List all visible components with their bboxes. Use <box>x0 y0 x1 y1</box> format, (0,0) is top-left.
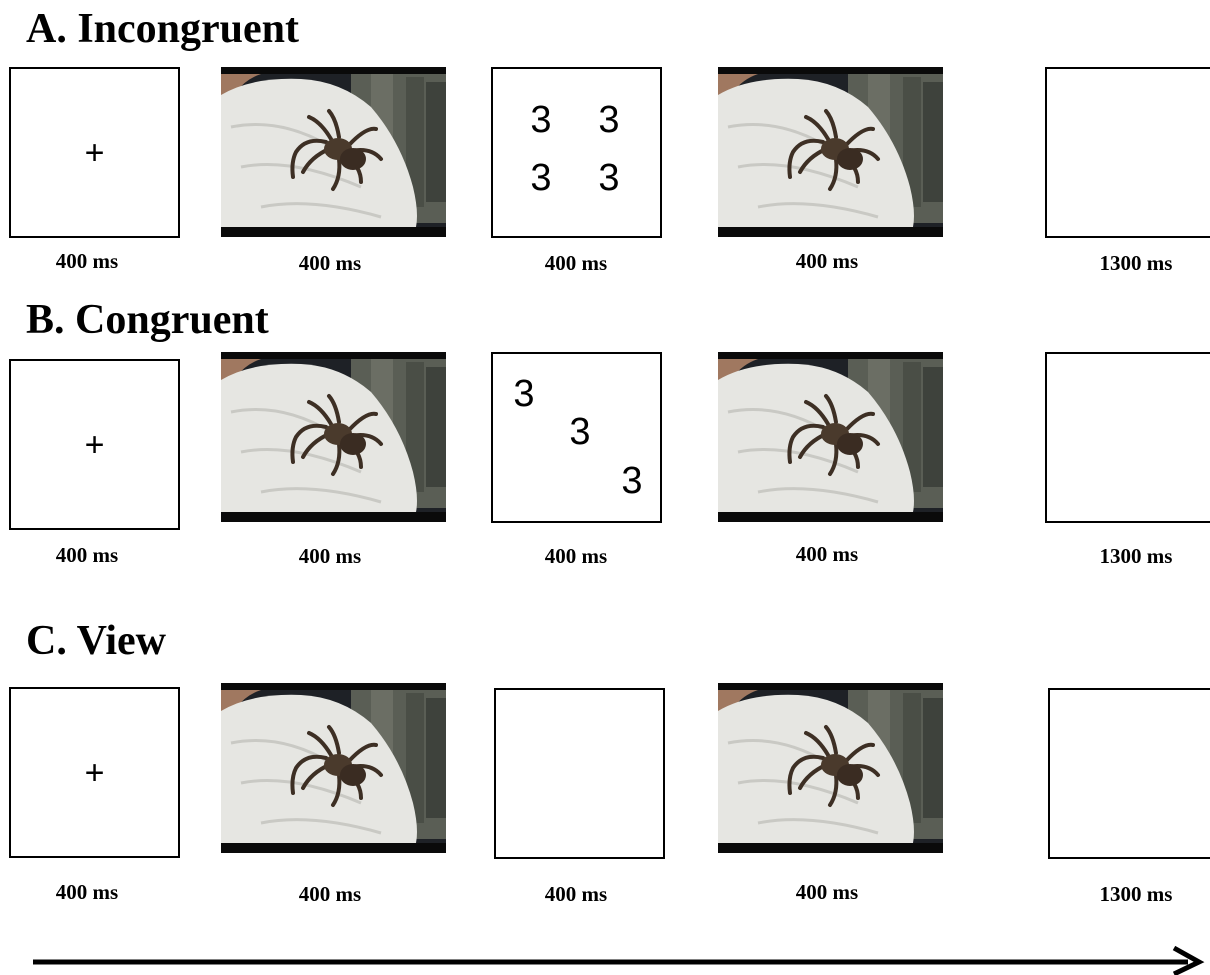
duration-label: 1300 ms <box>1099 882 1173 906</box>
fixation-cross: + <box>84 133 105 172</box>
duration-label: 400 ms <box>55 543 119 567</box>
digit: 3 <box>530 99 552 141</box>
digit: 3 <box>530 157 552 199</box>
duration-label: 400 ms <box>544 544 608 568</box>
panel-title: B. Congruent <box>26 297 269 343</box>
spider-on-shoulder-photo <box>718 67 943 237</box>
duration-label: 400 ms <box>544 251 608 275</box>
spider-on-shoulder-photo <box>718 352 943 522</box>
duration-label: 400 ms <box>795 542 859 566</box>
spider-on-shoulder-photo <box>221 683 446 853</box>
duration-label: 1300 ms <box>1099 544 1173 568</box>
duration-label: 400 ms <box>544 882 608 906</box>
blank-frame <box>1048 688 1210 859</box>
digit: 3 <box>598 99 620 141</box>
duration-label: 400 ms <box>298 544 362 568</box>
fixation-cross: + <box>84 425 105 464</box>
spider-on-shoulder-photo <box>718 683 943 853</box>
blank-frame <box>494 688 665 859</box>
panel-title: C. View <box>26 618 166 664</box>
duration-label: 1300 ms <box>1099 251 1173 275</box>
digit: 3 <box>598 157 620 199</box>
duration-label: 400 ms <box>55 249 119 273</box>
digit: 3 <box>513 373 535 415</box>
duration-label: 400 ms <box>298 882 362 906</box>
digit: 3 <box>569 411 591 453</box>
duration-label: 400 ms <box>298 251 362 275</box>
panel-title: A. Incongruent <box>26 6 300 52</box>
duration-label: 400 ms <box>795 880 859 904</box>
digit-frame: 3 3 3 <box>491 352 662 523</box>
blank-frame <box>1045 67 1210 238</box>
digit-frame: 3 3 3 3 <box>491 67 662 238</box>
fixation-frame: + <box>9 687 180 858</box>
fixation-frame: + <box>9 67 180 238</box>
duration-label: 400 ms <box>795 249 859 273</box>
fixation-cross: + <box>84 753 105 792</box>
spider-on-shoulder-photo <box>221 352 446 522</box>
blank-frame <box>1045 352 1210 523</box>
digit: 3 <box>621 460 643 502</box>
duration-label: 400 ms <box>55 880 119 904</box>
fixation-frame: + <box>9 359 180 530</box>
spider-on-shoulder-photo <box>221 67 446 237</box>
